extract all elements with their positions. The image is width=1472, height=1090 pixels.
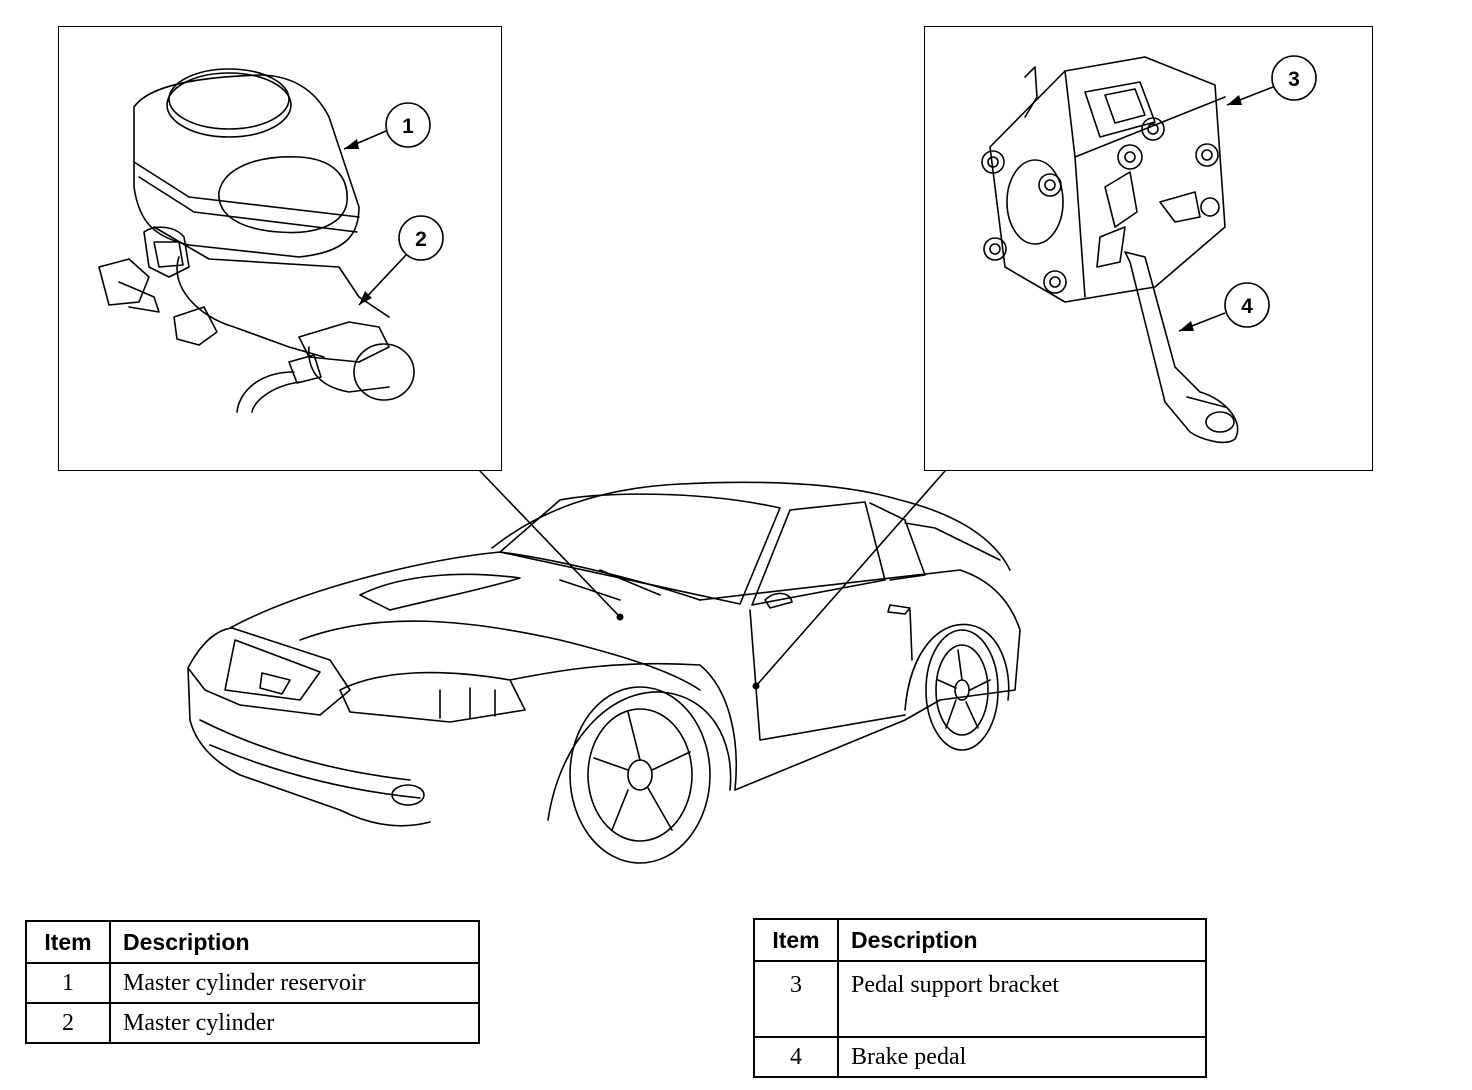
callout-1-label: 1 (402, 115, 414, 138)
callout-4-circle (1224, 282, 1270, 328)
item-number: 3 (753, 960, 839, 1038)
callout-3-circle (1271, 55, 1317, 101)
column-header-description: Description (837, 918, 1207, 962)
item-number: 2 (25, 1002, 111, 1044)
master-cylinder-panel: 1 2 (58, 26, 502, 471)
table-row: 4 Brake pedal (753, 1036, 1207, 1078)
table-row: 2 Master cylinder (25, 1002, 480, 1044)
callout-2-label: 2 (415, 228, 427, 251)
pedal-bracket-illustration: 3 4 (981, 55, 1317, 444)
item-description: Brake pedal (837, 1036, 1207, 1078)
item-description: Pedal support bracket (837, 960, 1207, 1038)
item-number: 1 (25, 962, 111, 1004)
callout-3-label: 3 (1288, 68, 1300, 91)
legend-table-left: Item Description 1 Master cylinder reser… (25, 920, 480, 1044)
table-header-row: Item Description (25, 920, 480, 964)
pedal-bracket-panel: 3 4 (924, 26, 1373, 471)
table-row: 3 Pedal support bracket (753, 960, 1207, 1038)
callout-2-circle (398, 215, 444, 261)
table-header-row: Item Description (753, 918, 1207, 962)
callout-1-circle (385, 102, 431, 148)
master-cylinder-illustration: 1 2 (98, 68, 444, 413)
column-header-description: Description (109, 920, 480, 964)
legend-table-right: Item Description 3 Pedal support bracket… (753, 918, 1207, 1078)
column-header-item: Item (25, 920, 111, 964)
item-description: Master cylinder (109, 1002, 480, 1044)
item-description: Master cylinder reservoir (109, 962, 480, 1004)
table-row: 1 Master cylinder reservoir (25, 962, 480, 1004)
callout-4-label: 4 (1241, 295, 1253, 318)
item-number: 4 (753, 1036, 839, 1078)
car-illustration (187, 481, 1021, 864)
column-header-item: Item (753, 918, 839, 962)
